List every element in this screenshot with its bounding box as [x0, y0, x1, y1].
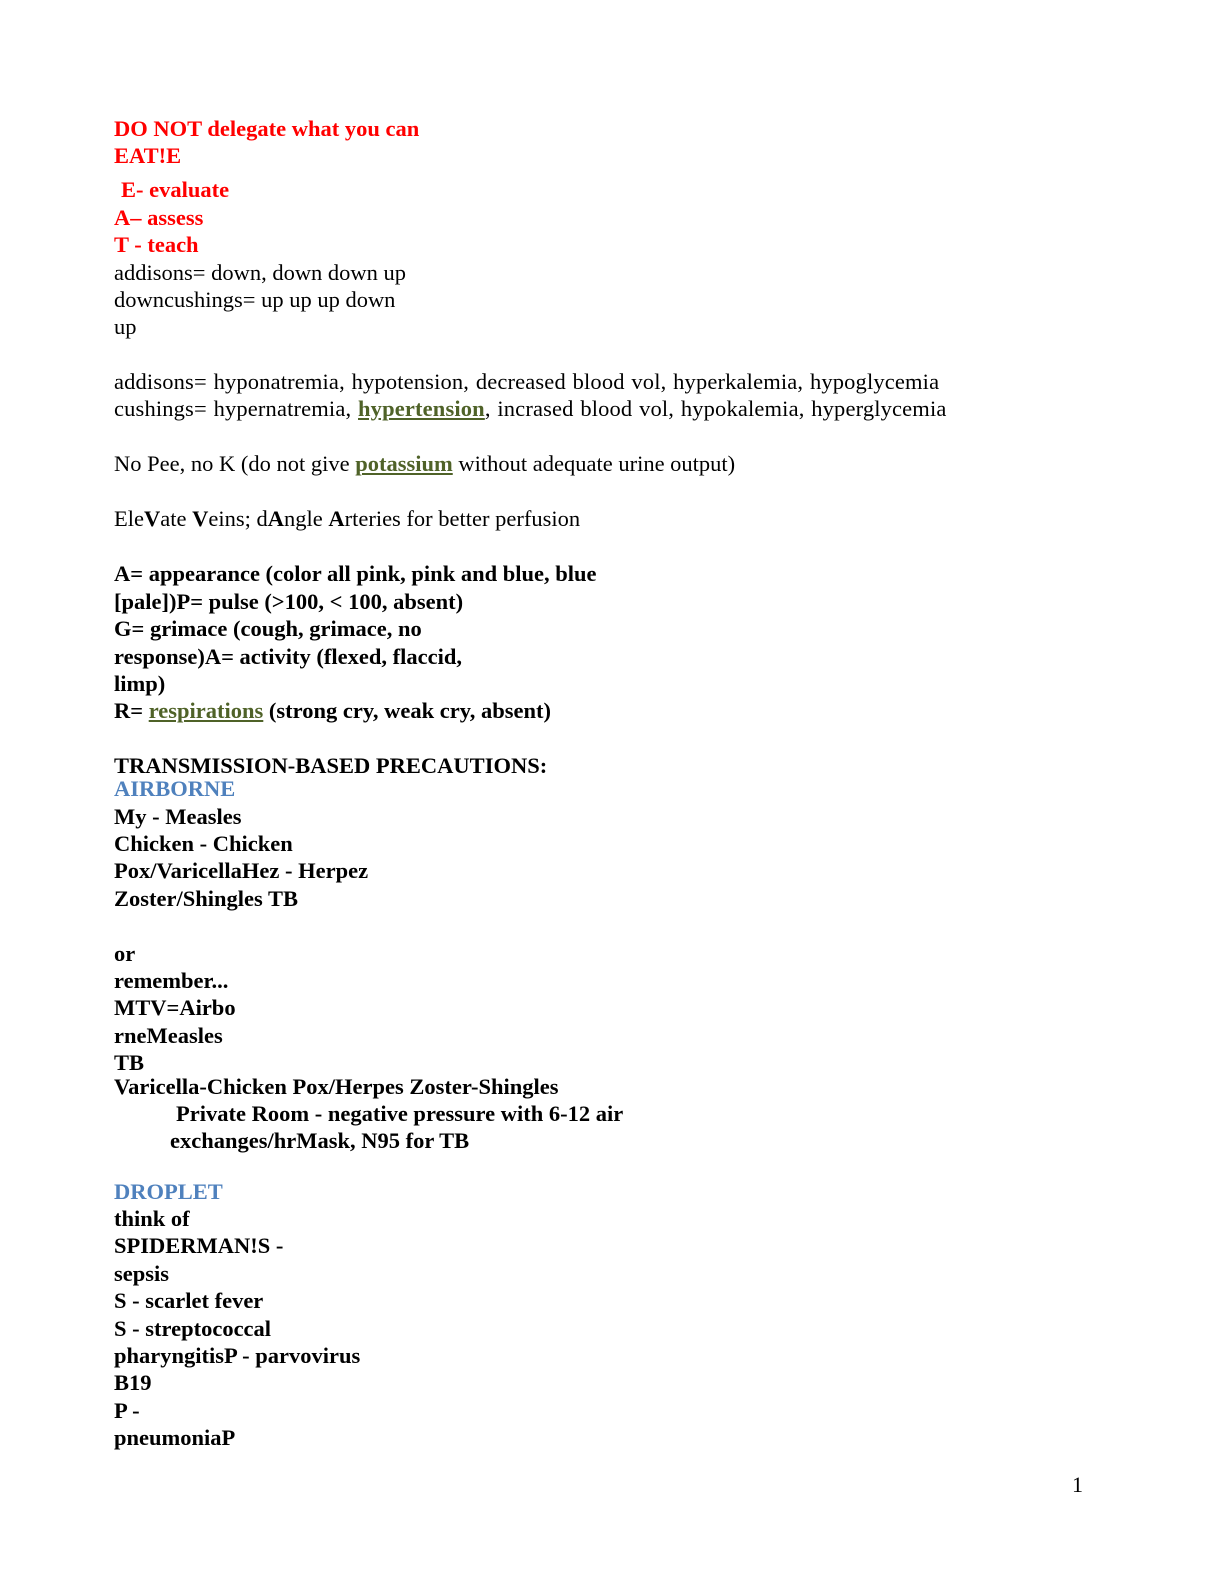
apgar-limp: limp)	[114, 671, 166, 696]
droplet-b19: B19	[114, 1370, 152, 1395]
perfusion-part: eins; d	[208, 506, 268, 531]
apgar-pulse: [pale])P= pulse (>100, < 100, absent)	[114, 589, 464, 614]
apgar-respirations: R= respirations (strong cry, weak cry, a…	[114, 697, 551, 724]
droplet-think-of: think of	[114, 1206, 190, 1231]
airborne-varicella-2: Varicella-Chicken Pox/Herpes Zoster-Shin…	[114, 1074, 559, 1099]
droplet-scarlet-fever: S - scarlet fever	[114, 1288, 264, 1313]
eate-mnemonic: EAT!E	[114, 143, 182, 168]
airborne-or: or	[114, 941, 136, 966]
apgar-grimace: G= grimace (cough, grimace, no	[114, 616, 422, 641]
respirations-link[interactable]: respirations	[148, 698, 264, 723]
perfusion-bold-letter: A	[328, 506, 345, 531]
adrenal-line-3: up	[114, 314, 137, 339]
airborne-measles-2: rneMeasles	[114, 1023, 223, 1048]
eate-evaluate: E- evaluate	[121, 177, 230, 202]
transmission-heading: TRANSMISSION-BASED PRECAUTIONS:	[114, 753, 548, 778]
droplet-heading: DROPLET	[114, 1179, 223, 1204]
airborne-remember: remember...	[114, 968, 229, 993]
cushings-text-pre: cushings= hypernatremia,	[114, 396, 358, 421]
hypertension-link[interactable]: hypertension	[358, 396, 485, 421]
eate-teach: T - teach	[114, 232, 199, 257]
droplet-p: P -	[114, 1398, 140, 1423]
adrenal-line-2: downcushings= up up up down	[114, 287, 396, 312]
potassium-text-post: without adequate urine output)	[452, 451, 736, 476]
apgar-r-pre: R=	[114, 698, 149, 723]
perfusion-line: EleVate Veins; dAngle Arteries for bette…	[114, 505, 580, 532]
perfusion-part: ngle	[283, 506, 329, 531]
airborne-chicken: Chicken - Chicken	[114, 831, 293, 856]
perfusion-bold-letter: V	[192, 506, 209, 531]
airborne-heading: AIRBORNE	[114, 776, 236, 801]
airborne-private-room: Private Room - negative pressure with 6-…	[176, 1101, 624, 1126]
perfusion-part: ate	[160, 506, 193, 531]
potassium-text-pre: No Pee, no K (do not give	[114, 451, 356, 476]
airborne-varicella: Pox/VaricellaHez - Herpez	[114, 858, 369, 883]
potassium-line: No Pee, no K (do not give potassium with…	[114, 450, 735, 477]
potassium-link[interactable]: potassium	[355, 451, 453, 476]
cushings-text-post: , incrased blood vol, hypokalemia, hyper…	[484, 396, 947, 421]
apgar-r-post: (strong cry, weak cry, absent)	[263, 698, 551, 723]
airborne-mtv: MTV=Airbo	[114, 995, 236, 1020]
perfusion-part: Ele	[114, 506, 144, 531]
eate-assess: A– assess	[114, 205, 204, 230]
perfusion-bold-letter: V	[143, 506, 161, 531]
perfusion-bold-letter: A	[267, 506, 284, 531]
droplet-sepsis: sepsis	[114, 1261, 170, 1286]
addisons-line: addisons= hyponatremia, hypotension, dec…	[114, 369, 940, 394]
cushings-line: cushings= hypernatremia, hypertension, i…	[114, 395, 947, 422]
apgar-activity: response)A= activity (flexed, flaccid,	[114, 644, 462, 669]
droplet-spiderman: SPIDERMAN!S -	[114, 1233, 284, 1258]
adrenal-line-1: addisons= down, down down up	[114, 260, 407, 285]
airborne-measles: My - Measles	[114, 804, 242, 829]
droplet-streptococcal: S - streptococcal	[114, 1316, 272, 1341]
airborne-zoster: Zoster/Shingles TB	[114, 886, 298, 911]
droplet-parvovirus: pharyngitisP - parvovirus	[114, 1343, 361, 1368]
droplet-pneumonia: pneumoniaP	[114, 1425, 236, 1450]
airborne-mask: exchanges/hrMask, N95 for TB	[170, 1128, 470, 1153]
airborne-tb: TB	[114, 1050, 145, 1075]
delegate-heading: DO NOT delegate what you can	[114, 116, 420, 141]
apgar-appearance: A= appearance (color all pink, pink and …	[114, 561, 597, 586]
perfusion-part: rteries for better perfusion	[344, 506, 581, 531]
page-number: 1	[1072, 1472, 1083, 1497]
